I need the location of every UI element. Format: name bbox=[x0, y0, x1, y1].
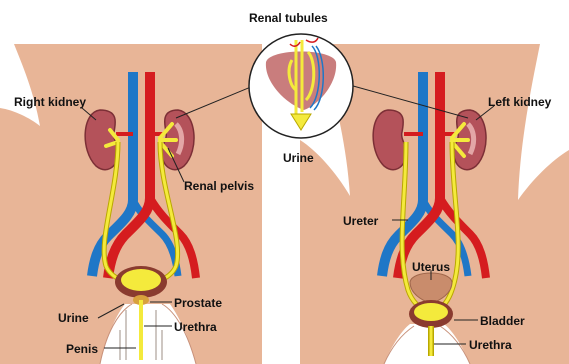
label-urethra-male: Urethra bbox=[174, 320, 217, 334]
label-urine-male: Urine bbox=[58, 311, 89, 325]
label-uterus: Uterus bbox=[412, 260, 450, 274]
label-prostate: Prostate bbox=[174, 296, 222, 310]
label-urethra-female: Urethra bbox=[469, 338, 512, 352]
label-left-kidney: Left kidney bbox=[488, 95, 551, 109]
label-bladder: Bladder bbox=[480, 314, 525, 328]
label-urine-tubule: Urine bbox=[283, 151, 314, 165]
male-bladder-urine bbox=[121, 269, 161, 291]
label-ureter: Ureter bbox=[343, 214, 378, 228]
label-right-kidney: Right kidney bbox=[14, 95, 86, 109]
label-renal-tubules: Renal tubules bbox=[249, 11, 328, 25]
label-penis: Penis bbox=[66, 342, 98, 356]
female-bladder-urine bbox=[414, 303, 448, 321]
label-renal-pelvis: Renal pelvis bbox=[184, 179, 254, 193]
